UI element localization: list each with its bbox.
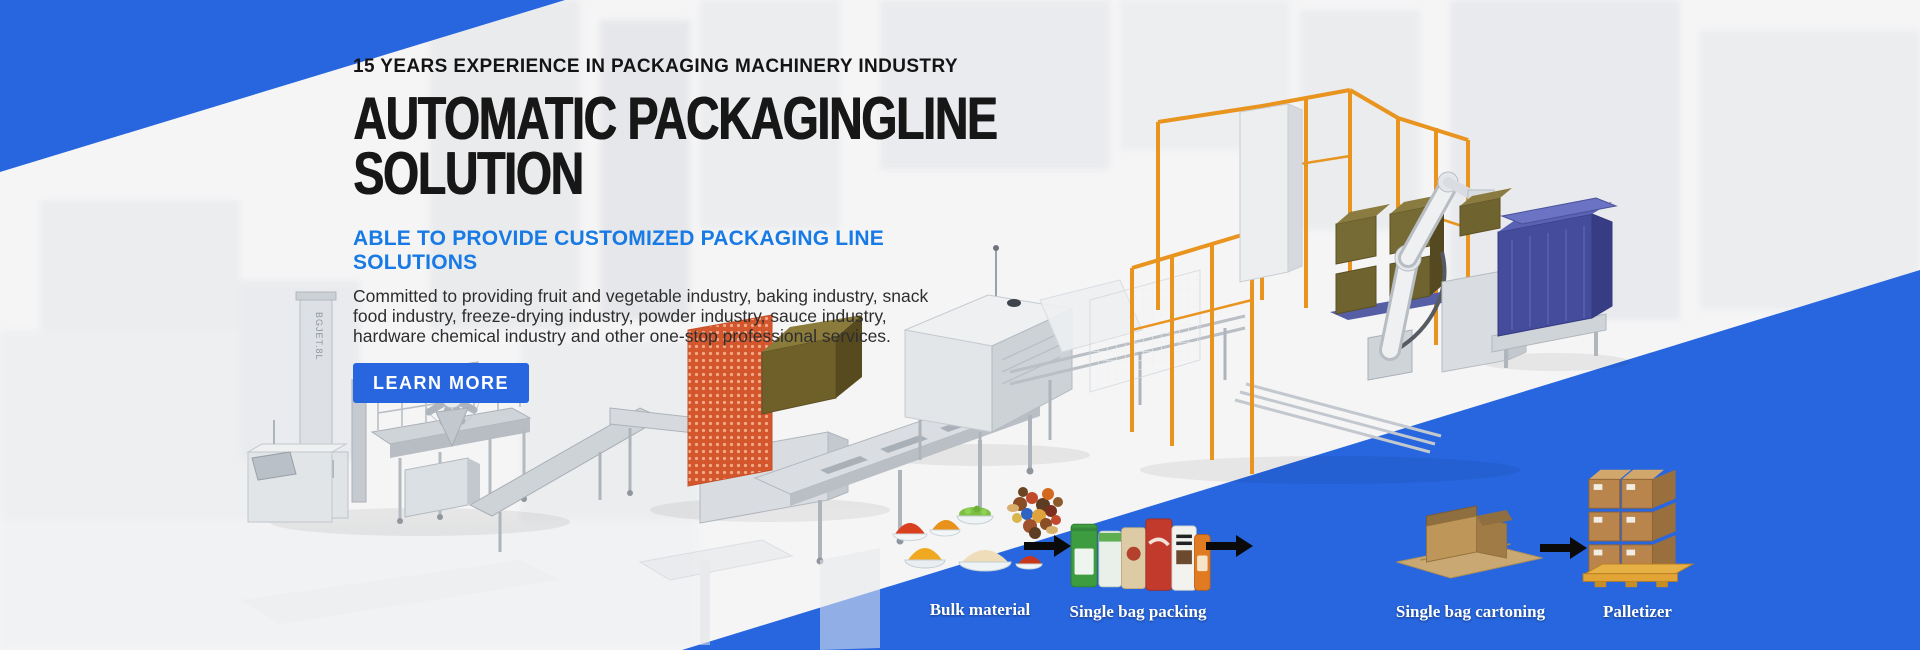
flow-step-bulk-material: Bulk material [880,478,1080,620]
flow-step-single-bag-packing: Single bag packing [1053,512,1223,622]
carton-on-erector [761,315,862,415]
powder-bowls [892,505,1043,572]
case-erector [687,314,862,524]
bag-pouches-icon [1070,518,1211,591]
flow-step-label: Single bag cartoning [1395,602,1546,621]
robot-arm [1367,171,1512,381]
flow-step-single-bag-cartoning: Single bag cartoning [1388,500,1553,622]
flow-arrow-icon [1024,533,1072,564]
bg-shape [600,20,690,320]
hero-description: Committed to providing fruit and vegetab… [353,286,929,346]
floor-machines [240,420,880,650]
flow-step-label: Single bag packing [1069,602,1207,621]
hero-subtitle: ABLE TO PROVIDE CUSTOMIZED PACKAGING LIN… [353,227,884,274]
bg-shape [430,0,580,330]
flow-arrow-icon [1540,535,1588,566]
bulk-material-icon [892,487,1063,572]
flow-step-label: Bulk material [929,600,1031,619]
tray-destacker [1491,197,1618,368]
top-left-triangle [0,0,565,172]
learn-more-button[interactable]: LEARN MORE [353,363,529,403]
bg-shape [700,0,840,230]
hero-copy: 15 YEARS EXPERIENCE IN PACKAGING MACHINE… [353,56,997,403]
nuts-pile [1007,487,1063,539]
flow-arrow-icon [1206,533,1254,564]
stacked-boxes [1587,469,1676,575]
hero-title: AUTOMATIC PACKAGINGLINE SOLUTION [353,85,997,207]
bg-shape [1700,30,1920,310]
machine-frame-label: BGJET.8L [314,312,324,361]
hero-tagline: 15 YEARS EXPERIENCE IN PACKAGING MACHINE… [353,56,958,77]
flow-step-palletizer: Palletizer [1565,462,1710,622]
pallet [1582,563,1695,588]
bg-shape [880,0,1110,170]
pallet-stack-icon [1582,469,1695,588]
hero-title-line1: AUTOMATIC PACKAGINGLINE [353,85,997,152]
bg-shape [0,330,260,530]
bagger-machine [903,245,1074,472]
flow-step-label: Palletizer [1603,602,1672,621]
carton-box-icon [1396,505,1543,579]
robot-palletizer-cell [1089,88,1527,474]
hero-title-line2: SOLUTION [353,140,584,207]
